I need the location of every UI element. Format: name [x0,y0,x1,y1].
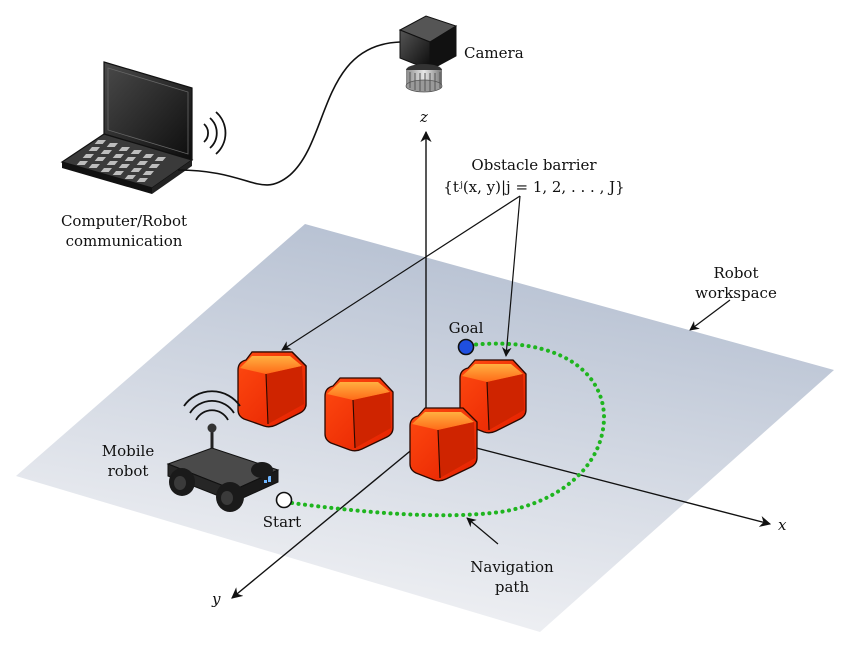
axis-x-label: x [778,516,787,534]
workspace-label-line1: Robot [714,264,759,282]
camera-cable [177,41,401,186]
robot-label-line1: Mobile [102,442,155,460]
obstacle-label-line2: {tʲ(x, y)|j = 1, 2, . . . , J} [443,178,624,196]
workspace-arrow [689,299,731,331]
mobile-robot-icon [166,423,280,512]
navigation-arrow [466,517,499,545]
workspace-label-line2: workspace [695,284,777,302]
navigation-label-line1: Navigation [470,558,554,576]
camera-label: Camera [464,44,524,62]
computer-label-line1: Computer/Robot [61,212,187,230]
axis-y-label: y [211,590,221,608]
computer-label-line2: communication [66,232,183,250]
y-axis [231,437,427,599]
laptop-wifi-signal-icon [203,111,227,155]
obstacle-cube-1 [237,351,307,428]
obstacle-cube-3 [459,359,527,434]
navigation-label-line2: path [495,578,530,596]
goal-label: Goal [449,319,484,337]
obstacle-cube-2 [324,377,394,452]
start-label: Start [263,513,301,531]
laptop-icon [60,61,194,194]
obstacle-cube-4 [409,407,478,482]
robot-label-line2: robot [108,462,149,480]
obstacle-label-line1: Obstacle barrier [471,156,597,174]
goal-marker [457,338,475,356]
axis-z-label: z [419,108,428,126]
robot-wifi-signal-icon [183,390,241,421]
camera-icon [398,15,458,93]
obstacle-arrow-left [281,195,521,351]
navigation-path [290,341,607,518]
obstacle-arrow-right [501,195,521,357]
start-marker [275,491,293,509]
x-axis [429,435,772,527]
